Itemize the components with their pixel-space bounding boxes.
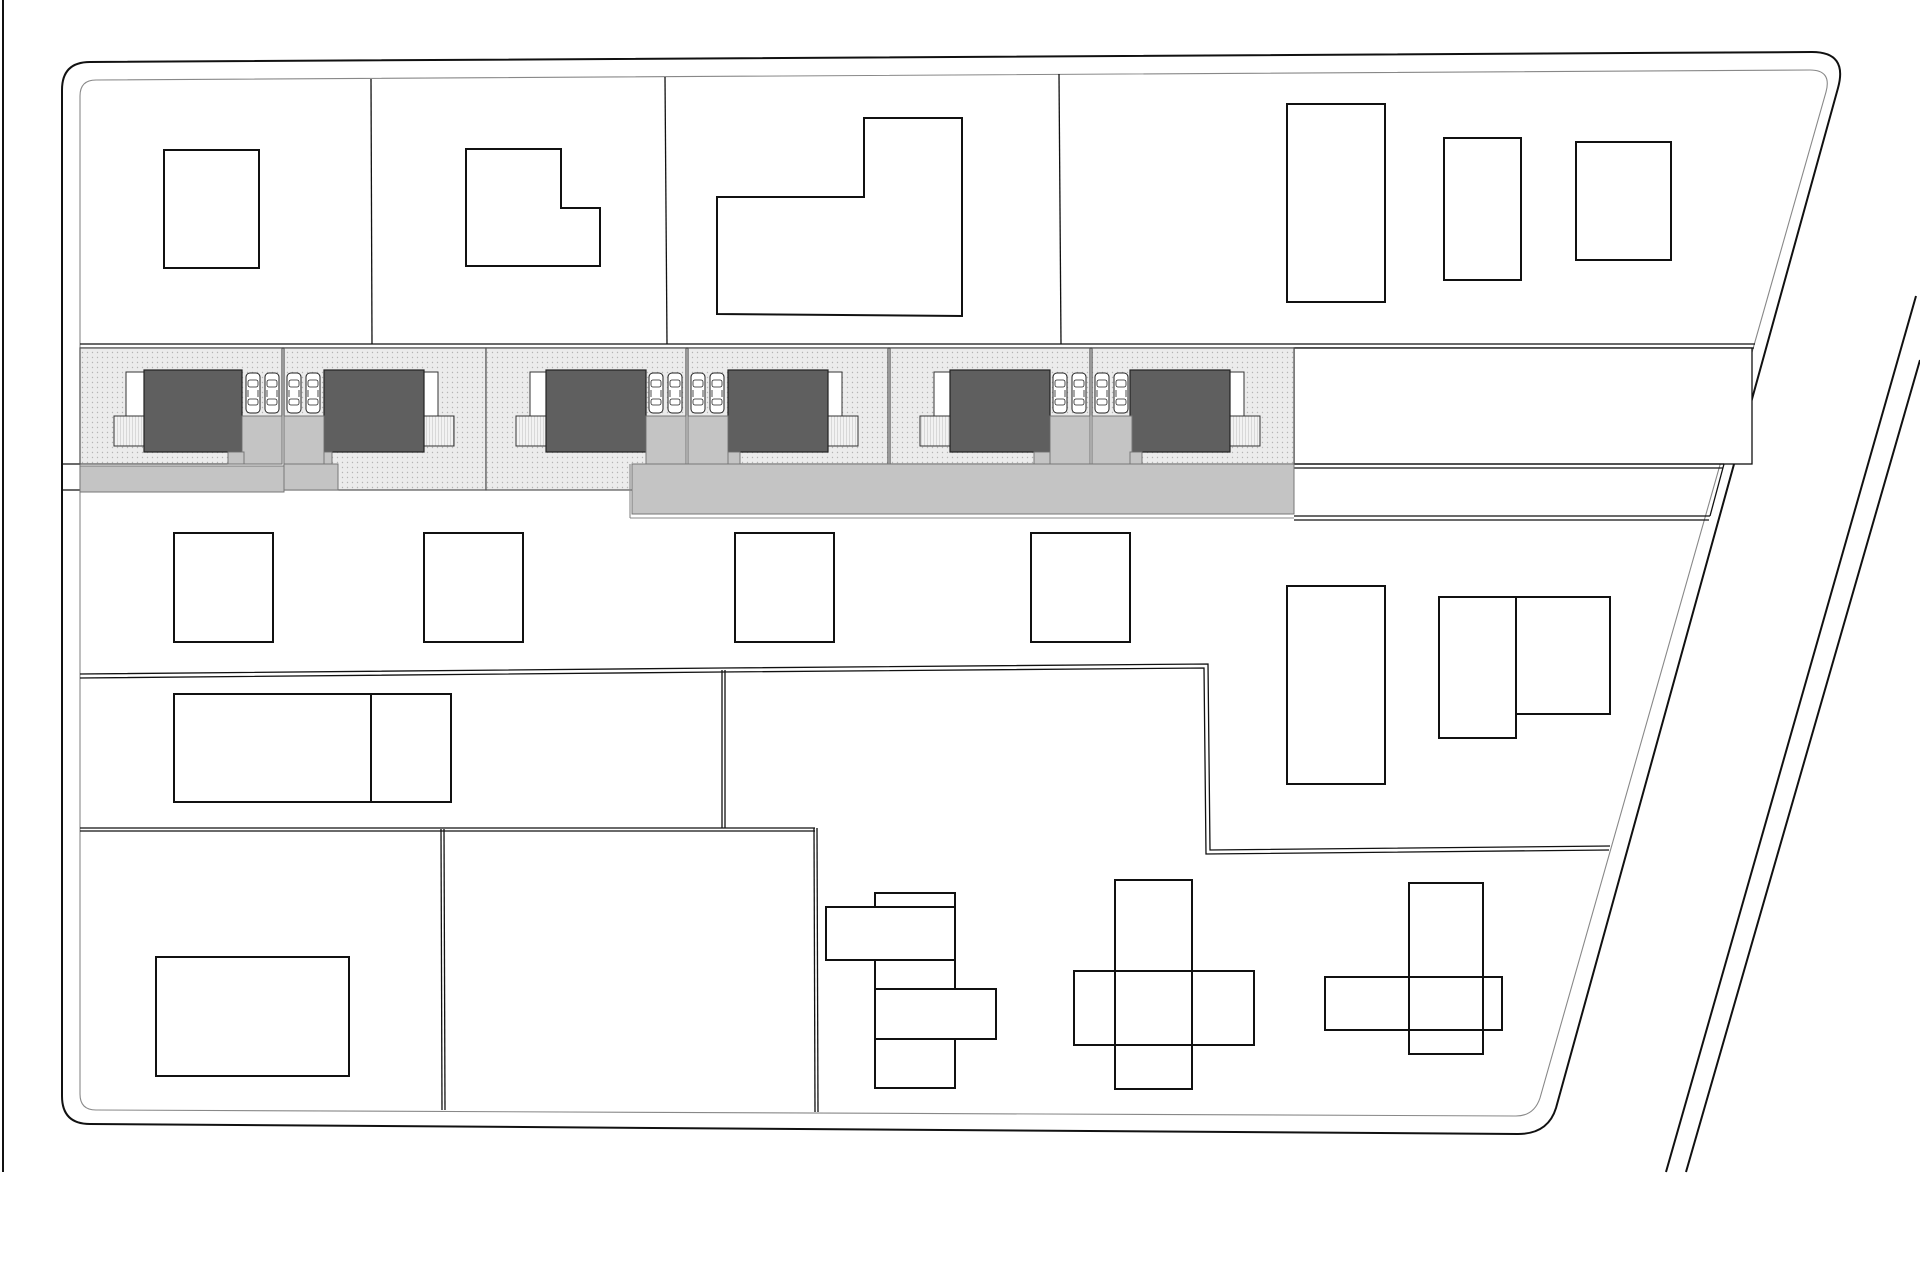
existing-building <box>465 148 601 267</box>
existing-buildings-bottom <box>155 879 1503 1090</box>
row-house-roof <box>545 369 647 453</box>
existing-building <box>825 906 956 961</box>
block-boundary-inner <box>79 69 1828 1117</box>
existing-building <box>874 988 997 1040</box>
existing-building <box>1438 596 1517 739</box>
existing-building <box>1286 585 1386 785</box>
existing-building <box>1515 596 1611 715</box>
car-icon <box>667 372 683 414</box>
row-house-roof <box>143 369 243 453</box>
existing-building <box>734 532 835 643</box>
row-house-pair-3 <box>919 369 1261 465</box>
existing-building <box>370 693 452 803</box>
car-icon <box>245 372 261 414</box>
existing-building <box>1073 970 1255 1046</box>
car-icon <box>1052 372 1068 414</box>
block-boundary <box>61 50 1842 1136</box>
right-street-edge-outer <box>1665 295 1917 1173</box>
car-icon <box>648 372 664 414</box>
car-icon <box>709 372 725 414</box>
car-icon <box>264 372 280 414</box>
car-icon <box>286 372 302 414</box>
car-icon <box>1094 372 1110 414</box>
existing-building <box>155 956 350 1077</box>
existing-building <box>173 532 274 643</box>
paved-access <box>79 463 1295 519</box>
existing-building <box>1030 532 1131 643</box>
row-house-pair-2 <box>515 369 859 465</box>
existing-buildings-top <box>163 103 1672 318</box>
existing-building <box>423 532 524 643</box>
existing-building <box>1575 141 1672 261</box>
row-house-roof <box>727 369 829 453</box>
east-access-strip <box>62 347 1753 521</box>
right-street-edge-inner <box>1685 359 1920 1173</box>
row-house-roof <box>949 369 1051 453</box>
existing-building <box>163 149 260 269</box>
existing-building <box>1286 103 1386 303</box>
row-house-roof <box>1129 369 1231 453</box>
car-icon <box>305 372 321 414</box>
existing-building <box>1443 137 1522 281</box>
existing-building <box>1324 976 1503 1031</box>
row-house-roof <box>323 369 425 453</box>
row-house-pair-1 <box>113 369 455 465</box>
car-icon <box>690 372 706 414</box>
car-icon <box>1113 372 1129 414</box>
car-icon <box>1071 372 1087 414</box>
lot-lines-lower <box>79 663 1611 1113</box>
existing-building <box>173 693 372 803</box>
existing-building <box>716 117 963 318</box>
existing-buildings-middle <box>173 532 1611 803</box>
